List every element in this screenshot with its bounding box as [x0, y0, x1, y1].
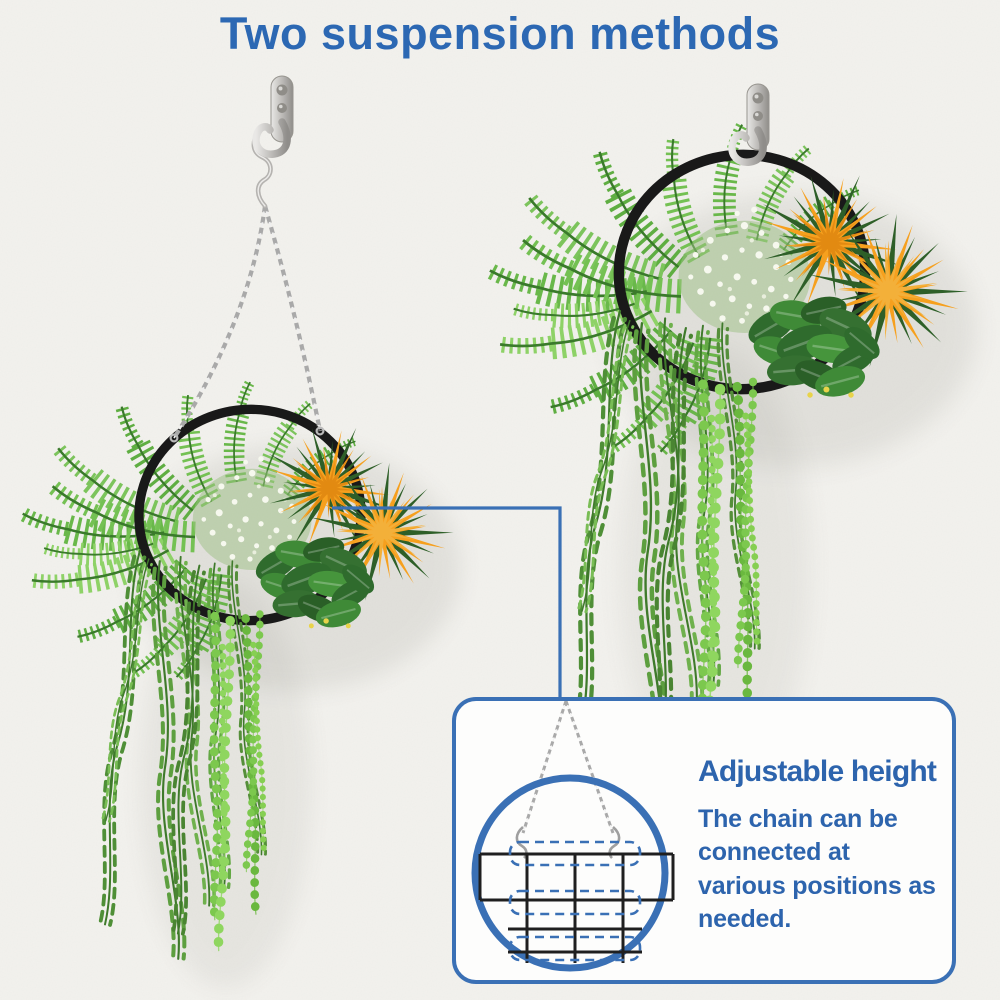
adjustable-height-diagram [471, 701, 675, 972]
planter-left [22, 76, 462, 988]
planter-right [489, 84, 977, 797]
diagram-grid [478, 852, 675, 963]
callout-box: Adjustable height The chain can be conne… [452, 697, 956, 984]
wall-hook-left [256, 76, 293, 154]
callout-text: Adjustable height The chain can be conne… [694, 701, 952, 980]
diagram-zoom-circle [471, 774, 669, 972]
hanging-chain-left [169, 205, 325, 443]
callout-heading: Adjustable height [698, 755, 937, 788]
callout-connector-line [332, 506, 562, 699]
diagram-dashed-positions [508, 840, 642, 962]
callout-body: The chain can be connected at various po… [698, 805, 936, 933]
page-title: Two suspension methods [219, 8, 781, 59]
